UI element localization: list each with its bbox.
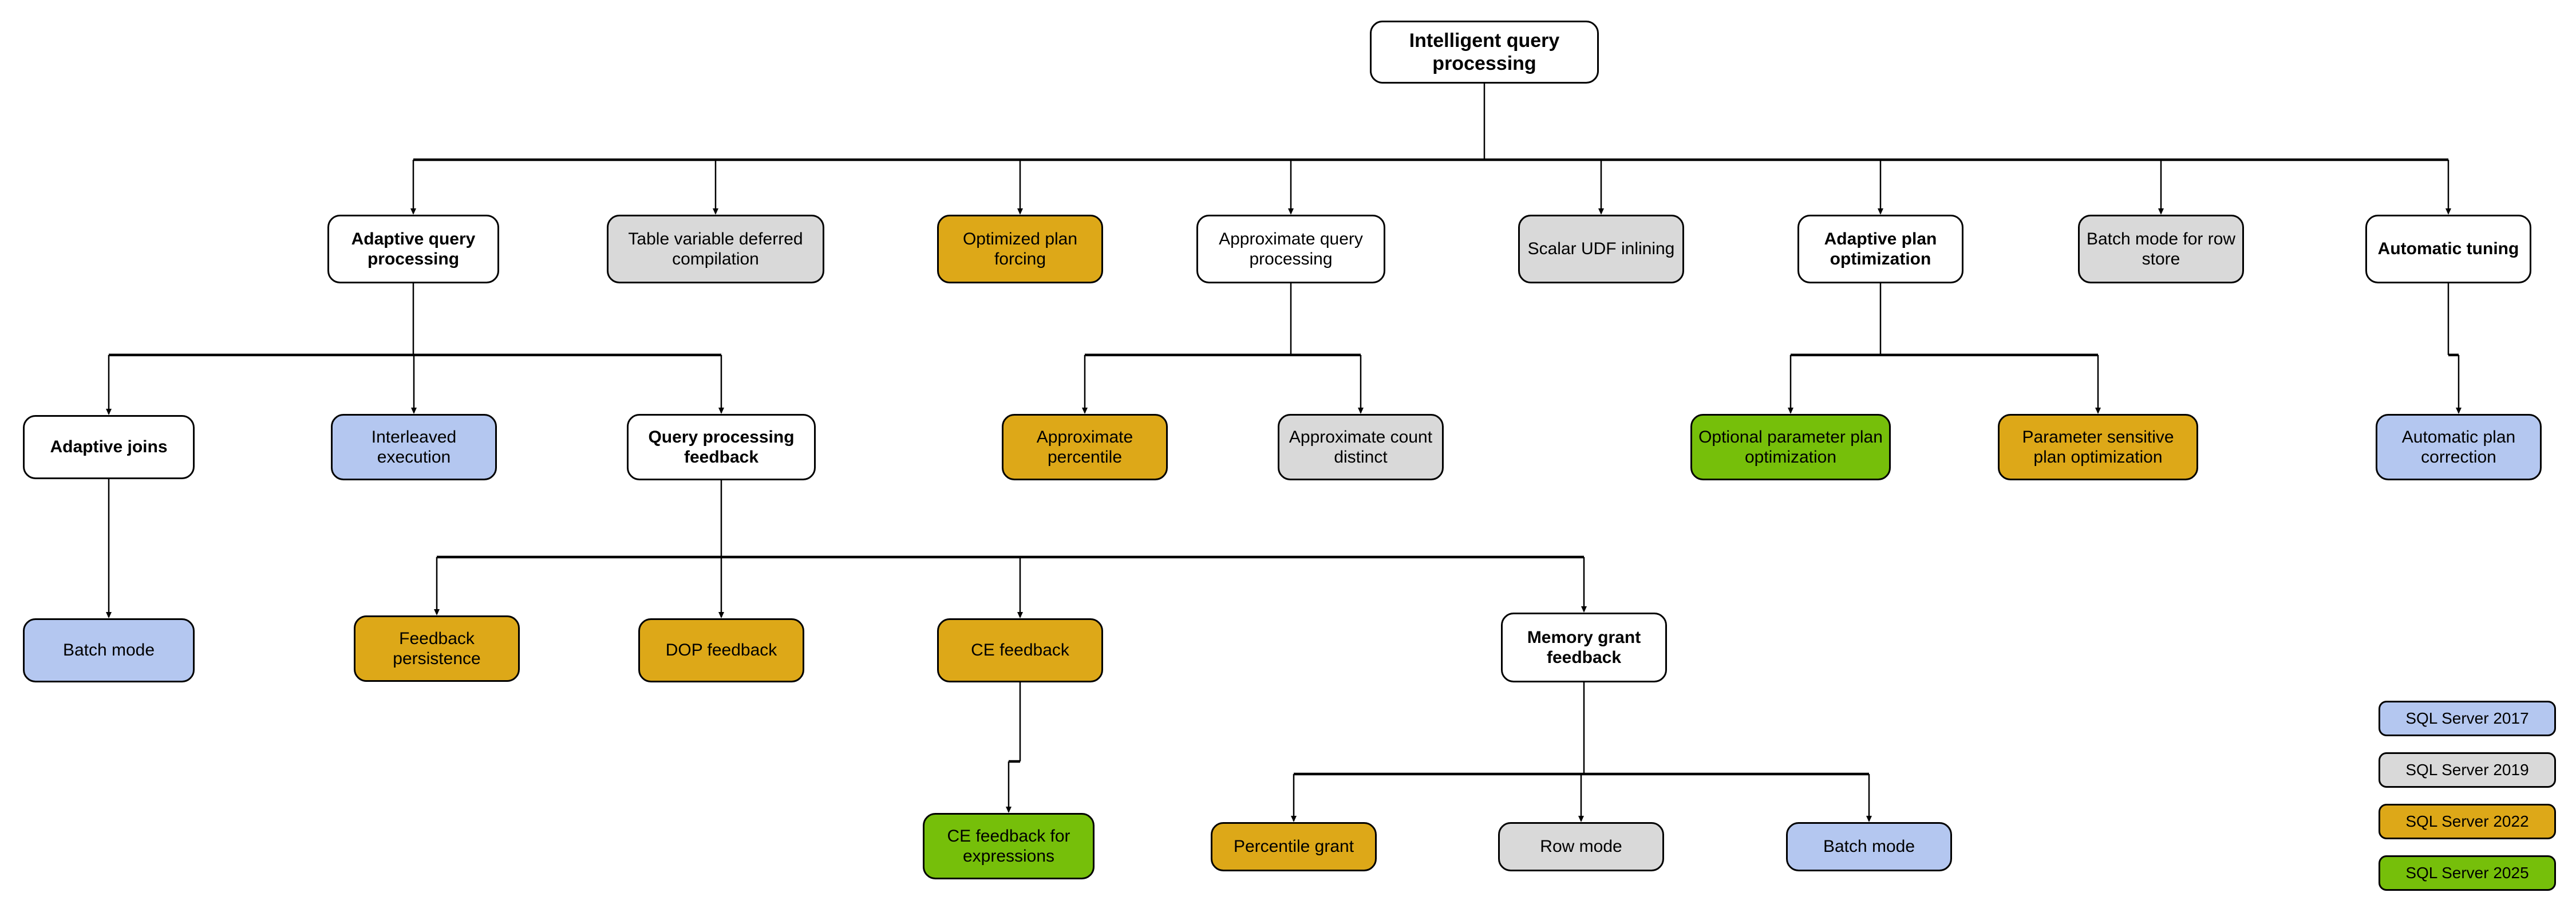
node-label: Memory grant feedback (1527, 627, 1641, 667)
node-label: Adaptive plan optimization (1824, 229, 1937, 269)
node-label: Automatic tuning (2377, 239, 2519, 259)
legend-label: SQL Server 2025 (2405, 864, 2529, 882)
node-label: Optional parameter plan optimization (1698, 427, 1883, 467)
node-adaptive-plan-optimization[interactable]: Adaptive plan optimization (1797, 215, 1963, 283)
node-row-mode[interactable]: Row mode (1498, 822, 1664, 871)
node-parameter-sensitive-plan-optimization[interactable]: Parameter sensitive plan optimization (1998, 414, 2198, 480)
node-label: Approximate query processing (1219, 229, 1363, 269)
node-label: CE feedback for expressions (947, 826, 1070, 866)
node-label: Row mode (1540, 837, 1622, 856)
node-automatic-tuning[interactable]: Automatic tuning (2365, 215, 2531, 283)
node-optional-parameter-plan-optimization[interactable]: Optional parameter plan optimization (1690, 414, 1891, 480)
node-label: Interleaved execution (371, 427, 457, 467)
node-approximate-query-processing[interactable]: Approximate query processing (1196, 215, 1385, 283)
node-table-variable-deferred-compilation[interactable]: Table variable deferred compilation (607, 215, 824, 283)
node-batch-mode-for-row-store[interactable]: Batch mode for row store (2078, 215, 2244, 283)
node-label: Adaptive query processing (351, 229, 476, 269)
node-feedback-persistence[interactable]: Feedback persistence (354, 615, 520, 682)
node-label: Percentile grant (1233, 837, 1354, 856)
node-interleaved-execution[interactable]: Interleaved execution (331, 414, 497, 480)
node-label: Optimized plan forcing (962, 229, 1078, 269)
legend-sql-server-2022: SQL Server 2022 (2379, 804, 2556, 839)
node-label: Batch mode (1823, 837, 1915, 856)
node-adaptive-query-processing[interactable]: Adaptive query processing (327, 215, 499, 283)
node-label: Approximate percentile (1036, 427, 1133, 467)
node-percentile-grant[interactable]: Percentile grant (1211, 822, 1377, 871)
legend-sql-server-2017: SQL Server 2017 (2379, 701, 2556, 736)
legend-label: SQL Server 2022 (2405, 812, 2529, 831)
node-label: Approximate count distinct (1289, 427, 1433, 467)
node-dop-feedback[interactable]: DOP feedback (638, 618, 804, 682)
node-label: Intelligent query processing (1409, 29, 1560, 74)
node-label: DOP feedback (665, 641, 777, 660)
node-label: Parameter sensitive plan optimization (2022, 427, 2174, 467)
node-adaptive-joins[interactable]: Adaptive joins (23, 415, 195, 479)
node-ce-feedback[interactable]: CE feedback (937, 618, 1103, 682)
legend-label: SQL Server 2017 (2405, 709, 2529, 728)
legend-sql-server-2025: SQL Server 2025 (2379, 855, 2556, 891)
node-label: Adaptive joins (50, 437, 168, 457)
node-label: Scalar UDF inlining (1527, 239, 1675, 259)
node-memory-grant-feedback[interactable]: Memory grant feedback (1501, 613, 1667, 682)
node-label: Batch mode (62, 641, 155, 660)
node-approximate-percentile[interactable]: Approximate percentile (1002, 414, 1168, 480)
node-root[interactable]: Intelligent query processing (1370, 21, 1599, 84)
legend-label: SQL Server 2019 (2405, 761, 2529, 779)
node-automatic-plan-correction[interactable]: Automatic plan correction (2376, 414, 2542, 480)
node-label: Table variable deferred compilation (628, 229, 803, 269)
node-scalar-udf-inlining[interactable]: Scalar UDF inlining (1518, 215, 1684, 283)
node-query-processing-feedback[interactable]: Query processing feedback (627, 414, 816, 480)
node-label: Query processing feedback (648, 427, 795, 467)
node-optimized-plan-forcing[interactable]: Optimized plan forcing (937, 215, 1103, 283)
node-approximate-count-distinct[interactable]: Approximate count distinct (1278, 414, 1444, 480)
node-ce-feedback-for-expressions[interactable]: CE feedback for expressions (923, 813, 1095, 879)
node-label: CE feedback (971, 641, 1069, 660)
legend-sql-server-2019: SQL Server 2019 (2379, 752, 2556, 788)
node-batch-mode-mgf[interactable]: Batch mode (1786, 822, 1952, 871)
node-label: Feedback persistence (393, 629, 481, 668)
node-label: Batch mode for row store (2086, 229, 2236, 269)
node-batch-mode-aj[interactable]: Batch mode (23, 618, 195, 682)
node-label: Automatic plan correction (2401, 427, 2516, 467)
